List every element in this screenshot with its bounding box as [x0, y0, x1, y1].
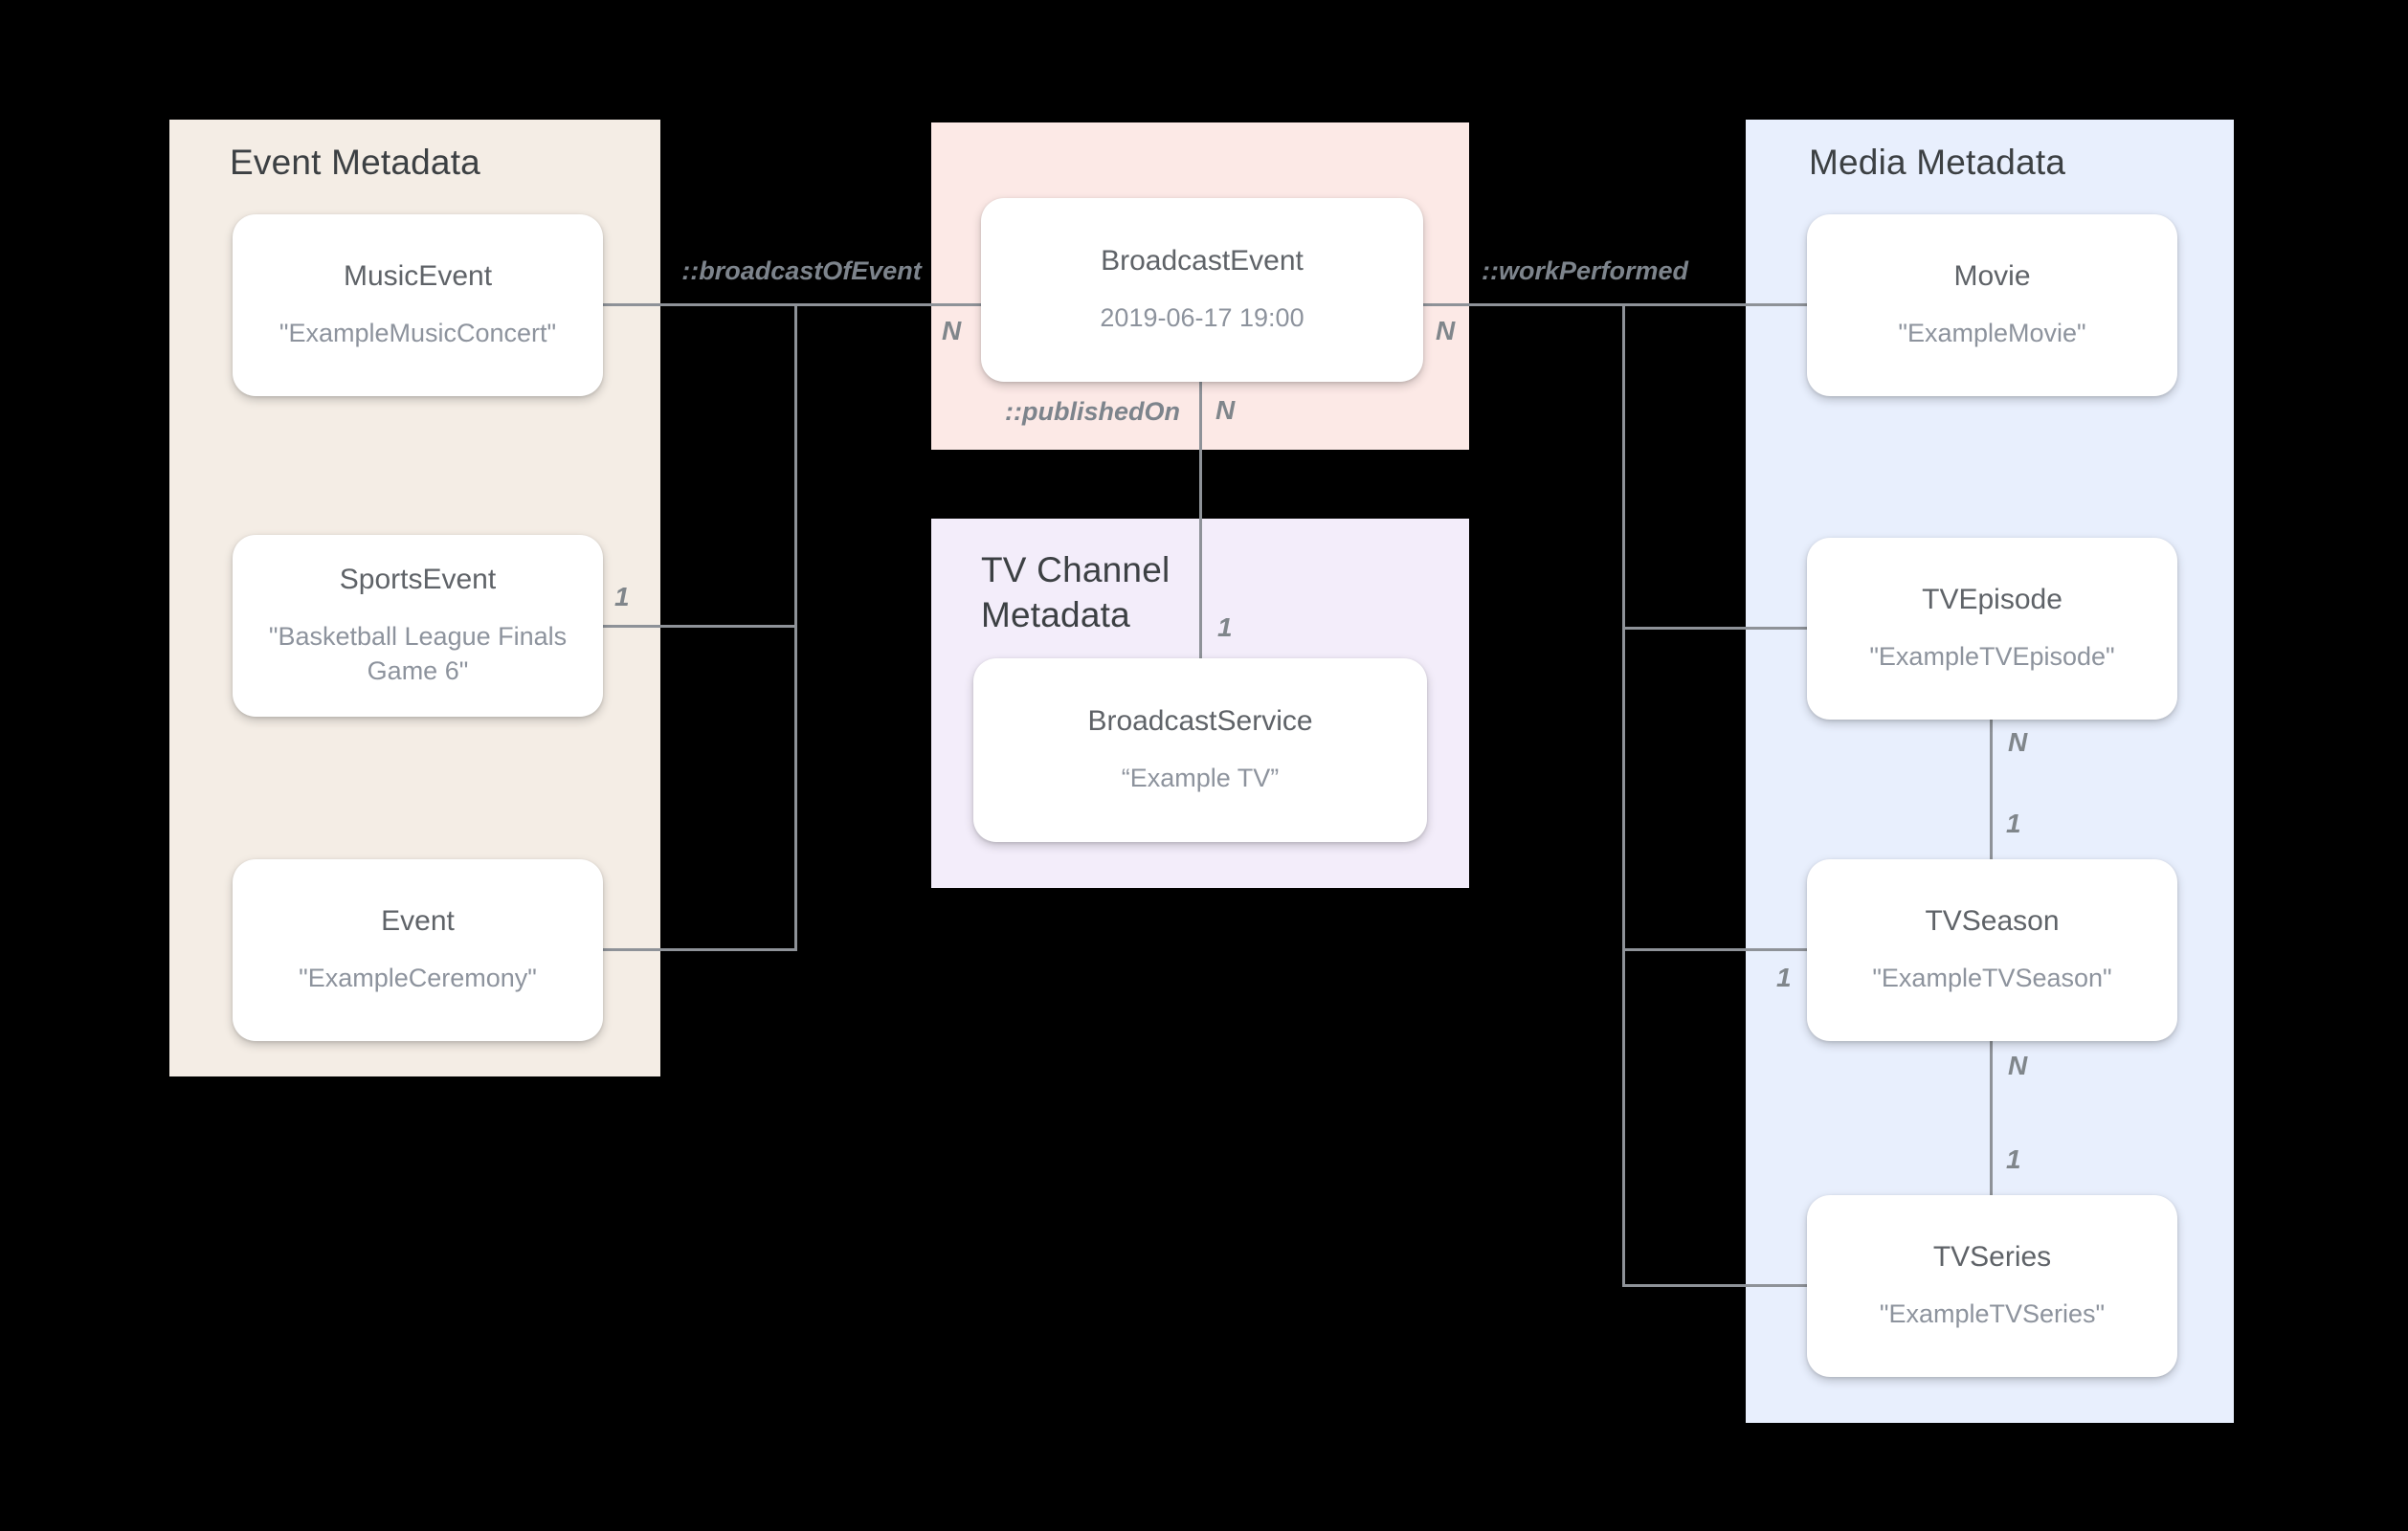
node-broadcastservice-title: BroadcastService: [1087, 704, 1313, 737]
node-tvseason: TVSeason "ExampleTVSeason": [1807, 859, 2177, 1041]
cardinality-tvseason-1: 1: [1776, 963, 1792, 992]
media-metadata-title: Media Metadata: [1809, 143, 2066, 182]
node-tvseason-value: "ExampleTVSeason": [1872, 963, 2112, 992]
node-sportsevent-value: "Basketball League Finals Game 6": [268, 622, 568, 685]
node-movie-title: Movie: [1953, 259, 2031, 292]
node-tvepisode-value: "ExampleTVEpisode": [1869, 641, 2115, 671]
node-broadcastevent-title: BroadcastEvent: [1101, 244, 1304, 277]
node-tvseries: TVSeries "ExampleTVSeries": [1807, 1195, 2177, 1377]
line-event-branch: [603, 948, 797, 951]
node-musicevent: MusicEvent "ExampleMusicConcert": [233, 214, 603, 396]
node-tvseason-title: TVSeason: [1925, 904, 2060, 937]
line-tvseason-branch: [1622, 948, 1807, 951]
cardinality-publishedon-n: N: [1215, 395, 1236, 425]
node-tvseries-value: "ExampleTVSeries": [1879, 1298, 2106, 1328]
node-event-title: Event: [381, 904, 455, 937]
node-broadcastevent-value: 2019-06-17 19:00: [1100, 302, 1304, 332]
event-metadata-title: Event Metadata: [230, 143, 480, 182]
node-event: Event "ExampleCeremony": [233, 859, 603, 1041]
tv-channel-metadata-title: TV Channel Metadata: [981, 550, 1171, 635]
cardinality-publishedon-1: 1: [1217, 612, 1233, 642]
line-publishedon: [1199, 382, 1202, 658]
node-tvepisode-title: TVEpisode: [1922, 583, 2062, 615]
relation-workperformed-label: ::workPerformed: [1481, 256, 1689, 285]
node-broadcastservice: BroadcastService “Example TV”: [973, 658, 1427, 842]
node-broadcastevent: BroadcastEvent 2019-06-17 19:00: [981, 198, 1423, 382]
line-media-trunk: [1622, 303, 1625, 1287]
line-broadcastevent-movie: [1423, 303, 1807, 306]
cardinality-episode-season-n: N: [2008, 727, 2028, 757]
line-musicevent-broadcastevent: [603, 303, 981, 306]
line-tvseason-tvseries: [1990, 1041, 1993, 1195]
cardinality-sportsevent-1: 1: [614, 582, 630, 611]
node-event-value: "ExampleCeremony": [299, 963, 537, 992]
node-tvseries-title: TVSeries: [1932, 1240, 2052, 1273]
node-musicevent-value: "ExampleMusicConcert": [279, 318, 557, 347]
line-tvseries-branch: [1622, 1284, 1807, 1287]
relation-broadcastofevent-label: ::broadcastOfEvent: [681, 256, 922, 285]
relation-publishedon-label: ::publishedOn: [1005, 397, 1180, 426]
cardinality-episode-season-1: 1: [2006, 809, 2021, 838]
line-tvepisode-tvseason: [1990, 720, 1993, 859]
node-sportsevent-title: SportsEvent: [339, 564, 497, 596]
node-movie: Movie "ExampleMovie": [1807, 214, 2177, 396]
line-sportsevent-branch: [603, 625, 797, 628]
cardinality-broadcast-left-n: N: [942, 316, 962, 345]
node-sportsevent: SportsEvent "Basketball League Finals Ga…: [233, 535, 603, 717]
cardinality-broadcast-right-n: N: [1436, 316, 1456, 345]
node-tvepisode: TVEpisode "ExampleTVEpisode": [1807, 538, 2177, 720]
line-tvepisode-branch: [1622, 627, 1807, 630]
node-musicevent-title: MusicEvent: [343, 259, 493, 292]
cardinality-season-series-1: 1: [2006, 1144, 2021, 1174]
cardinality-season-series-n: N: [2008, 1051, 2028, 1080]
node-movie-value: "ExampleMovie": [1898, 318, 2086, 347]
node-broadcastservice-value: “Example TV”: [1121, 763, 1280, 792]
